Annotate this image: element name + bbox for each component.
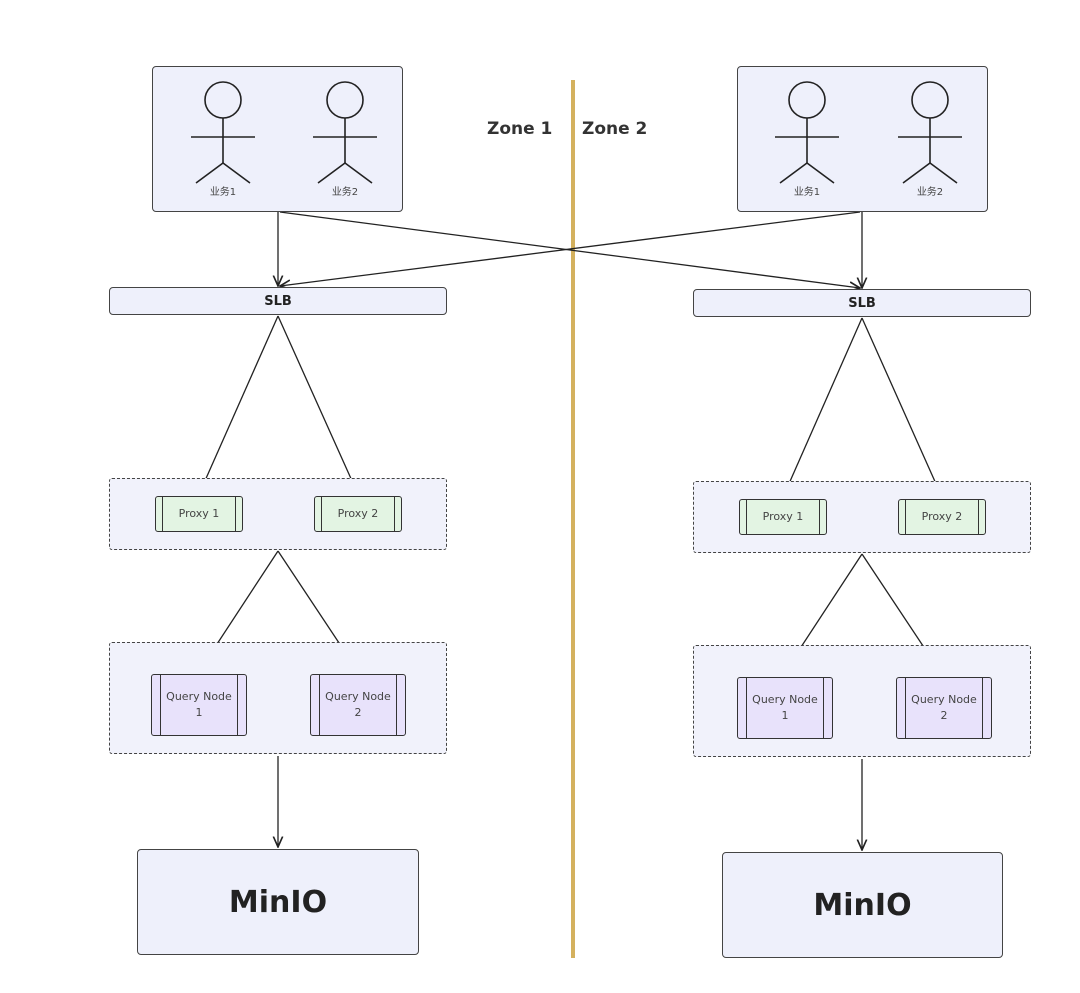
zone1-proxy-2: Proxy 2 [314, 496, 402, 532]
zone2-user1-label: 业务1 [793, 187, 821, 198]
arrow-users2-slb1 [280, 211, 861, 286]
query-node-number: 1 [195, 706, 203, 719]
arrow-slb2-proxy2 [861, 317, 941, 495]
user-icon [191, 81, 255, 184]
zone2-label: Zone 2 [582, 119, 648, 139]
zone2-user2-label: 业务2 [916, 187, 944, 198]
user-icon [313, 81, 377, 184]
arrow-slb1-proxy2 [277, 315, 357, 492]
query-node-title: Query Node [325, 690, 391, 703]
query-node-title: Query Node [166, 690, 232, 703]
query-node-title: Query Node [911, 693, 977, 706]
query-node-title: Query Node [752, 693, 818, 706]
zone1-query-node-2: Query Node 2 [310, 674, 406, 736]
query-node-number: 2 [354, 706, 362, 719]
zone1-minio: MinIO [137, 849, 419, 955]
zone1-users-box: 业务1 业务2 [152, 66, 403, 212]
zone2-users-box: 业务1 业务2 [737, 66, 988, 212]
zone1-query-node-1: Query Node 1 [151, 674, 247, 736]
zone2-proxy-2: Proxy 2 [898, 499, 986, 535]
user-icon [898, 81, 962, 184]
zone1-label: Zone 1 [487, 119, 553, 139]
zone2-query-node-1: Query Node 1 [737, 677, 833, 739]
zone1-proxy-1: Proxy 1 [155, 496, 243, 532]
query-node-number: 2 [940, 709, 948, 722]
zone2-minio: MinIO [722, 852, 1003, 958]
zone1-user1-label: 业务1 [209, 187, 237, 198]
arrow-slb2-proxy1 [784, 317, 863, 495]
zone2-slb: SLB [693, 289, 1031, 317]
zone1-user2-label: 业务2 [331, 187, 359, 198]
arrow-slb1-proxy1 [200, 315, 279, 492]
zone2-query-node-2: Query Node 2 [896, 677, 992, 739]
query-node-number: 1 [781, 709, 789, 722]
user-icon [775, 81, 839, 184]
zone2-proxy-1: Proxy 1 [739, 499, 827, 535]
zone1-slb: SLB [109, 287, 447, 315]
arrow-users1-slb2 [279, 211, 860, 288]
